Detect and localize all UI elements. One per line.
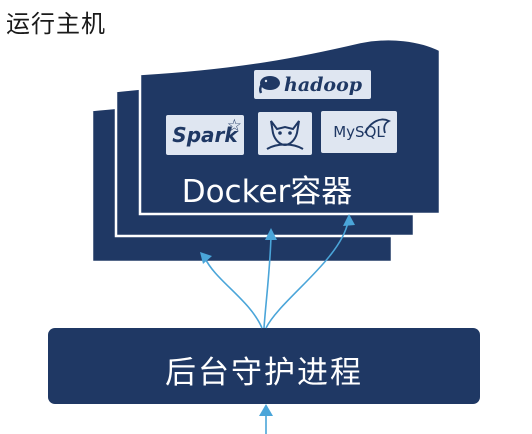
arrowhead-right [343,214,355,226]
arrowhead-bottom [259,404,273,416]
arrow-middle [263,235,272,329]
spark-logo: Spark ☆ [166,115,244,155]
tomcat-icon [266,119,304,150]
elephant-icon [258,76,280,94]
hadoop-logo: hadoop [254,70,371,99]
spark-star-icon: ☆ [226,116,242,136]
arrow-right [265,221,349,329]
docker-container-label: Docker容器 [181,174,353,210]
dolphin-icon [364,118,392,134]
arrowheads [200,214,355,416]
arrow-left [204,257,263,329]
arrowhead-middle [265,228,277,240]
tomcat-logo [258,112,312,155]
arrowhead-left [200,252,212,264]
diagram-title: 运行主机 [6,10,106,38]
daemon-box [48,328,480,404]
mysql-logo: MySQL [321,111,397,153]
daemon-process-label: 后台守护进程 [165,355,363,391]
